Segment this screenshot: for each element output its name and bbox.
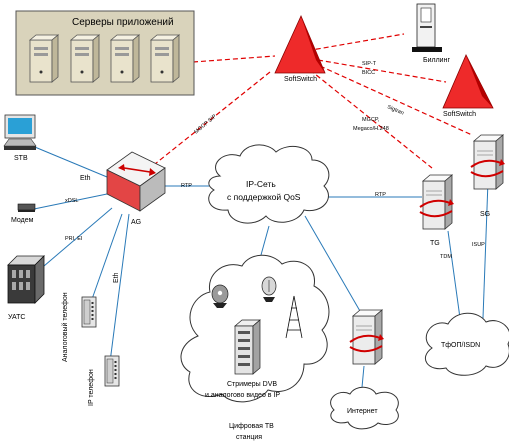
dtv-label-line1: Цифровая ТВ bbox=[229, 423, 274, 430]
svg-text:TG: TG bbox=[430, 240, 440, 247]
signaling-gateway: SG bbox=[470, 134, 506, 218]
modem: Модем bbox=[11, 203, 36, 224]
svg-text:ISUP: ISUP bbox=[472, 242, 485, 248]
billing-server: Биллинг bbox=[412, 3, 450, 64]
svg-text:Megaco/H.248: Megaco/H.248 bbox=[353, 126, 389, 132]
svg-text:AG: AG bbox=[131, 219, 141, 226]
svg-text:SIP-T: SIP-T bbox=[362, 61, 377, 67]
svg-text:BICC: BICC bbox=[362, 70, 375, 76]
svg-text:RTP: RTP bbox=[375, 192, 386, 198]
server-icon bbox=[110, 34, 140, 83]
server-icon bbox=[29, 34, 59, 83]
router-icon bbox=[419, 174, 455, 230]
svg-text:Аналоговый телефон: Аналоговый телефон bbox=[61, 292, 69, 362]
ip-network-cloud: IP-Сеть с поддержкой QoS bbox=[208, 144, 330, 224]
pstn-cloud: ТфОП/ISDN bbox=[425, 312, 509, 376]
svg-text:PRI, EI: PRI, EI bbox=[65, 236, 83, 242]
red-dashed-links bbox=[149, 33, 473, 169]
streamer-rack bbox=[234, 319, 261, 375]
trunk-gateway: TG bbox=[419, 174, 455, 247]
svg-text:Модем: Модем bbox=[11, 217, 34, 224]
svg-text:xDSL: xDSL bbox=[65, 198, 78, 204]
svg-text:Eth: Eth bbox=[80, 175, 91, 182]
svg-text:STB: STB bbox=[14, 155, 28, 162]
svg-text:Eth: Eth bbox=[113, 272, 120, 283]
svg-text:IP телефон: IP телефон bbox=[88, 369, 95, 406]
svg-text:RTP: RTP bbox=[181, 183, 192, 189]
dtv-label-line2: станция bbox=[236, 434, 262, 441]
svg-text:УАТС: УАТС bbox=[8, 314, 25, 321]
svg-text:Интернет: Интернет bbox=[347, 408, 378, 415]
uats-pbx: УАТС bbox=[7, 255, 45, 321]
svg-text:MGCP,: MGCP, bbox=[362, 117, 380, 123]
phone-icon bbox=[104, 355, 120, 387]
stb-monitor: STB bbox=[3, 114, 37, 162]
svg-text:ТфОП/ISDN: ТфОП/ISDN bbox=[441, 342, 480, 349]
svg-text:с поддержкой QoS: с поддержкой QoS bbox=[227, 192, 301, 202]
internet-router bbox=[349, 309, 385, 365]
server-icon bbox=[150, 34, 180, 83]
svg-text:SoftSwitch: SoftSwitch bbox=[443, 111, 476, 118]
ip-phone: IP телефон bbox=[88, 355, 120, 406]
satellite-dish-icon bbox=[261, 276, 277, 302]
satellite-dish-icon bbox=[211, 284, 229, 308]
phone-icon bbox=[81, 296, 97, 328]
softswitch-second: SoftSwitch bbox=[442, 54, 494, 118]
svg-text:Биллинг: Биллинг bbox=[423, 57, 450, 64]
access-gateway: AG bbox=[106, 151, 166, 226]
svg-text:MGCP SIP: MGCP SIP bbox=[193, 114, 218, 136]
analog-phone: Аналоговый телефон bbox=[61, 292, 97, 362]
server-icon bbox=[70, 34, 100, 83]
router-icon bbox=[470, 134, 506, 190]
app-servers-panel: Серверы приложений bbox=[15, 10, 195, 96]
svg-text:IP-Сеть: IP-Сеть bbox=[246, 179, 276, 189]
svg-text:Sigtran: Sigtran bbox=[386, 104, 404, 116]
svg-text:SG: SG bbox=[480, 211, 490, 218]
svg-text:TDM: TDM bbox=[440, 254, 452, 260]
router-icon bbox=[349, 309, 385, 365]
antenna-icon bbox=[285, 295, 303, 339]
dtv-station-cloud: Стримеры DVB и аналогово видео в IP bbox=[180, 254, 330, 403]
svg-text:Стримеры DVB: Стримеры DVB bbox=[227, 381, 277, 388]
svg-text:SoftSwitch: SoftSwitch bbox=[284, 76, 317, 83]
softswitch-main: SoftSwitch bbox=[274, 15, 326, 83]
blue-links bbox=[29, 144, 489, 399]
app-servers-title: Серверы приложений bbox=[72, 17, 174, 28]
internet-cloud: Интернет bbox=[330, 386, 399, 430]
svg-text:и аналогово видео в IP: и аналогово видео в IP bbox=[205, 392, 280, 399]
